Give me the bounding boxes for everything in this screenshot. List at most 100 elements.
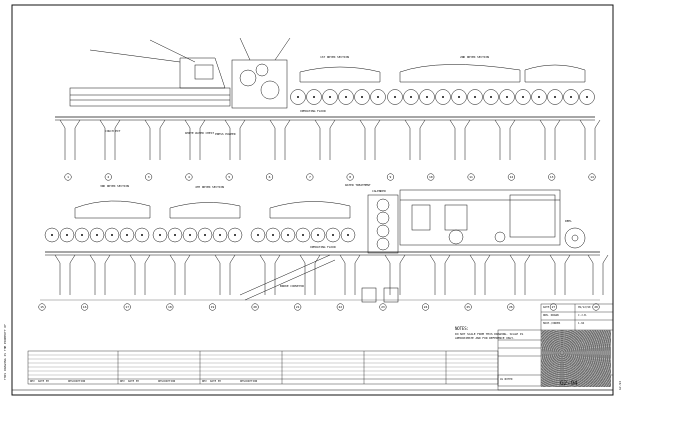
- dryer-cylinder: [74, 227, 90, 243]
- water-treatment-label: WATER TREATMENT: [345, 183, 371, 187]
- support-pier: [99, 119, 121, 160]
- column-marker: [145, 173, 153, 181]
- support-pier: [449, 119, 471, 160]
- column-marker: [306, 173, 314, 181]
- top-dryer-cylinders: [290, 89, 595, 105]
- whitewater-label: WHITE WATER CHEST: [185, 131, 215, 135]
- revision-table: [27, 350, 499, 385]
- top-section-b-label: 2ND DRYER SECTION: [460, 55, 490, 59]
- column-marker: [507, 173, 515, 181]
- support-pier: [314, 119, 336, 160]
- dryer-cylinder: [483, 89, 499, 105]
- reel-label: REEL: [565, 219, 572, 223]
- dryer-cylinder: [197, 227, 213, 243]
- dryer-cylinder: [322, 89, 338, 105]
- dryer-cylinder: [59, 227, 75, 243]
- column-marker: [464, 303, 472, 311]
- dryer-cylinder: [306, 89, 322, 105]
- support-pier: [144, 119, 166, 160]
- column-marker-label: 12: [510, 175, 514, 179]
- column-marker-label: 4: [188, 175, 190, 179]
- dryer-cylinder: [104, 227, 120, 243]
- dryer-cylinder: [499, 89, 515, 105]
- revision-header-cell: REV: [202, 380, 207, 383]
- title-order-label: MACH./ORDER: [543, 322, 561, 325]
- column-marker-label: 24: [424, 305, 428, 309]
- dryer-cylinder: [531, 89, 547, 105]
- revision-table-ruling: [28, 354, 498, 376]
- support-pier: [54, 254, 76, 295]
- dryer-cylinder: [310, 227, 326, 243]
- revision-header-cell: DESCRIPTION: [158, 380, 176, 383]
- revision-header-cell: BY: [46, 380, 50, 383]
- dryer-cylinder: [295, 227, 311, 243]
- support-pier: [494, 119, 516, 160]
- dryer-cylinder: [44, 227, 60, 243]
- dryer-cylinder: [340, 227, 356, 243]
- column-marker: [549, 303, 557, 311]
- column-marker-label: 6: [269, 175, 271, 179]
- dryer-cylinder: [451, 89, 467, 105]
- dryer-cylinder: [354, 89, 370, 105]
- column-marker-label: 7: [309, 175, 311, 179]
- bottom-dryer-cylinders: [44, 227, 356, 243]
- sheet-border: [11, 4, 614, 396]
- right-margin-note: G2-94: [618, 380, 622, 390]
- column-marker-label: 14: [590, 175, 594, 179]
- support-pier: [469, 254, 491, 295]
- dryer-cylinder: [89, 227, 105, 243]
- operating-floor-label-bottom: OPERATING FLOOR: [310, 245, 336, 249]
- column-marker-label: 26: [509, 305, 513, 309]
- dryer-cylinder: [227, 227, 243, 243]
- title-drawn-label: DRN. DRAWN: [543, 314, 559, 317]
- support-pier: [509, 254, 531, 295]
- dryer-cylinder: [435, 89, 451, 105]
- column-marker-label: 22: [338, 305, 342, 309]
- column-marker-label: 1: [67, 175, 69, 179]
- column-marker: [467, 173, 475, 181]
- support-pier: [339, 254, 361, 295]
- support-pier: [269, 119, 291, 160]
- column-marker-label: 3: [148, 175, 150, 179]
- company-seal-stamp: [541, 330, 611, 387]
- support-pier: [587, 254, 609, 295]
- column-marker-label: 10: [429, 175, 433, 179]
- revision-header-cell: REV: [120, 380, 125, 383]
- dryer-cylinder: [250, 227, 266, 243]
- dryer-cylinder: [212, 227, 228, 243]
- support-pier: [214, 254, 236, 295]
- support-pier: [579, 119, 601, 160]
- left-margin-note: THIS DRAWING IS THE PROPERTY OF: [3, 324, 7, 380]
- column-marker-label: 27: [552, 305, 556, 309]
- column-marker: [265, 173, 274, 181]
- column-marker-label: 18: [168, 305, 172, 309]
- dryer-cylinder: [280, 227, 296, 243]
- column-marker: [427, 173, 435, 181]
- dryer-cylinder: [515, 89, 531, 105]
- column-marker: [588, 173, 596, 181]
- column-marker-label: 9: [390, 175, 392, 179]
- dryer-cylinder: [387, 89, 403, 105]
- notes-heading: NOTES:: [455, 326, 469, 331]
- support-pier: [89, 254, 111, 295]
- column-marker-label: 25: [466, 305, 470, 309]
- support-pier: [384, 254, 406, 295]
- dryer-cylinder: [134, 227, 150, 243]
- column-marker-label: 20: [253, 305, 257, 309]
- support-pier: [59, 119, 81, 160]
- support-pier: [259, 254, 281, 295]
- dryer-cylinder: [119, 227, 135, 243]
- calender-label: CALENDER: [372, 189, 386, 193]
- column-marker-label: 5: [228, 175, 230, 179]
- scale-text: AS NOTED: [500, 378, 513, 381]
- column-marker: [38, 303, 46, 311]
- dryer-cylinder: [152, 227, 168, 243]
- dryer-cylinder: [579, 89, 595, 105]
- dryer-cylinder: [467, 89, 483, 105]
- column-marker-label: 23: [381, 305, 385, 309]
- dryer-cylinder: [338, 89, 354, 105]
- support-pier: [184, 119, 206, 160]
- bottom-section-a-label: 3RD DRYER SECTION: [100, 184, 130, 188]
- bottom-support-piers: [54, 254, 609, 295]
